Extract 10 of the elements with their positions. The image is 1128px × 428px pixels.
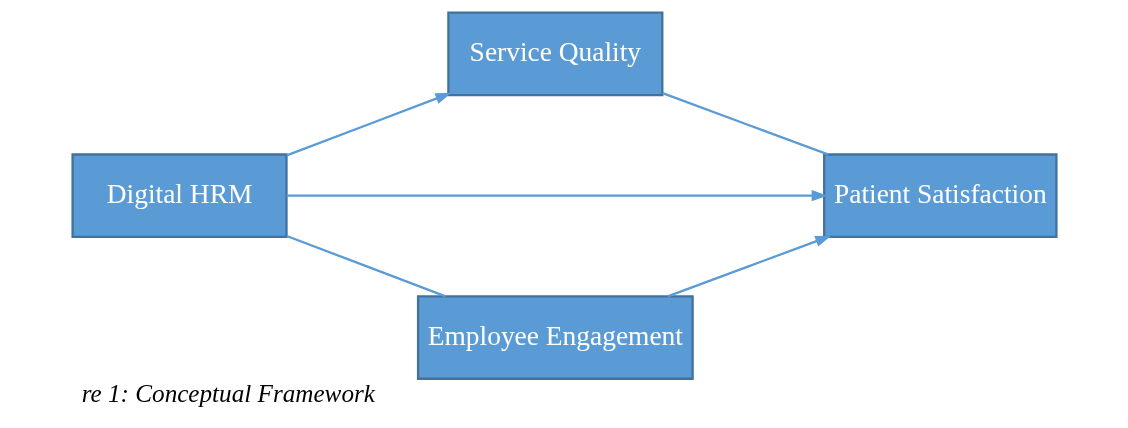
node-box: Digital HRM — [70, 153, 288, 239]
connector — [285, 234, 446, 298]
arrow — [286, 190, 828, 202]
arrow — [285, 92, 451, 157]
connector — [661, 92, 828, 156]
arrow — [666, 235, 831, 298]
node-box: Service Quality — [446, 11, 663, 97]
node-box: Employee Engagement — [416, 295, 694, 380]
node-box: Patient Satisfaction — [822, 153, 1058, 239]
caption: re 1: Conceptual Framework — [81, 380, 375, 408]
